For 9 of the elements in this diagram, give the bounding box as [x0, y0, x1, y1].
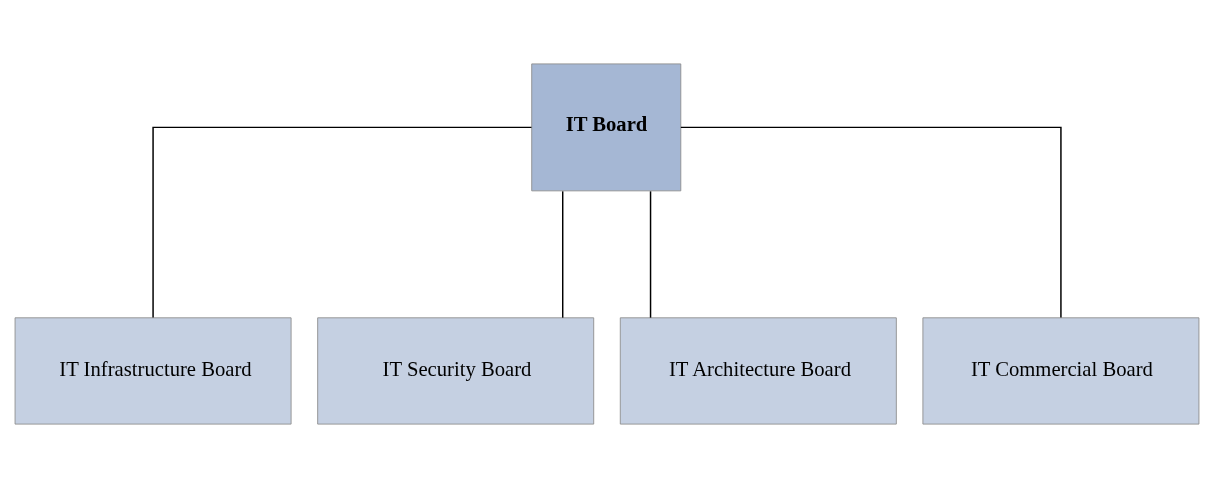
connector: [680, 126, 1062, 318]
node-box: IT Commercial Board: [922, 316, 1200, 425]
node-box: IT Board: [531, 62, 682, 191]
node-box: IT Architecture Board: [619, 316, 897, 425]
node-box: IT Security Board: [317, 316, 595, 425]
connector: [561, 190, 564, 318]
connector: [152, 126, 533, 318]
connector: [649, 190, 652, 318]
node-box: IT Infrastructure Board: [14, 316, 292, 425]
